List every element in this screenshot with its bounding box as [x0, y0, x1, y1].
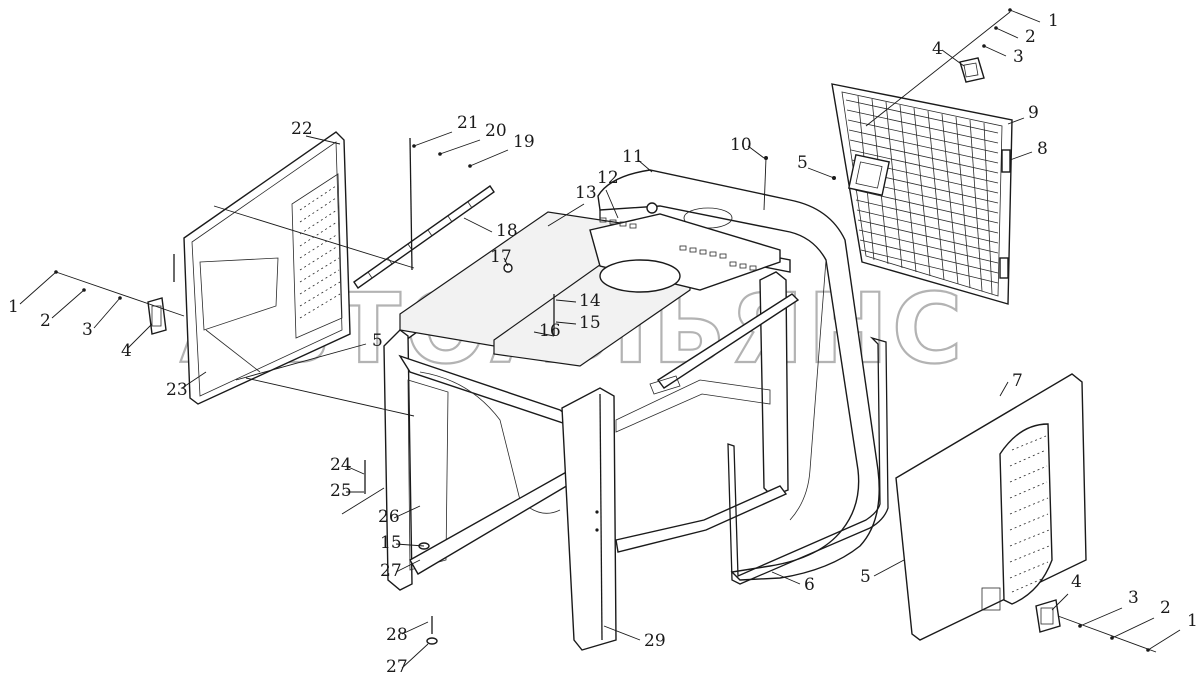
callout-c3b: 3 [82, 320, 93, 340]
latch-upper-right [959, 57, 985, 83]
seal-strip [727, 336, 889, 585]
vent-slots-top [599, 217, 757, 271]
callout-c5b: 5 [372, 331, 383, 351]
callout-c25: 25 [330, 481, 352, 501]
callout-c24: 24 [330, 455, 352, 475]
callout-c20: 20 [485, 121, 507, 141]
callout-c28: 28 [386, 625, 408, 645]
callout-c15a: 15 [579, 313, 601, 333]
callout-c1c: 1 [1187, 611, 1198, 631]
latch-lower-right [1035, 599, 1061, 633]
callout-c8: 8 [1037, 139, 1048, 159]
callout-c6: 6 [804, 575, 815, 595]
callout-c9: 9 [1028, 103, 1039, 123]
callout-c5c: 5 [860, 567, 871, 587]
callout-c14: 14 [579, 291, 601, 311]
callout-c2a: 2 [1025, 27, 1036, 47]
left-door-panel [183, 131, 351, 405]
callout-c13: 13 [575, 183, 597, 203]
callout-c4c: 4 [1071, 572, 1082, 592]
callout-c23: 23 [166, 380, 188, 400]
callout-c29: 29 [644, 631, 666, 651]
callout-c15b: 15 [380, 533, 402, 553]
side-panel-perforations [1009, 435, 1050, 593]
main-frame [383, 211, 800, 651]
callout-c11: 11 [622, 147, 644, 167]
hinge-rail [353, 185, 495, 289]
callout-c5a: 5 [797, 153, 808, 173]
callout-c21: 21 [457, 113, 479, 133]
callout-c27a: 27 [380, 561, 402, 581]
callout-c27b: 27 [386, 657, 408, 677]
callout-c12: 12 [597, 168, 619, 188]
callout-c26: 26 [378, 507, 400, 527]
leader-lines [19, 8, 1181, 669]
callout-c10: 10 [730, 135, 752, 155]
callout-c18: 18 [496, 221, 518, 241]
callout-c7: 7 [1012, 371, 1023, 391]
callout-c3c: 3 [1128, 588, 1139, 608]
callout-c1a: 1 [1048, 11, 1059, 31]
callout-c4a: 4 [932, 39, 943, 59]
callout-c3a: 3 [1013, 47, 1024, 67]
callout-c16: 16 [539, 321, 561, 341]
right-side-panel [895, 373, 1087, 641]
callout-c19: 19 [513, 132, 535, 152]
callout-c22: 22 [291, 119, 313, 139]
callout-c1b: 1 [8, 297, 19, 317]
right-grille-panel [831, 83, 1013, 305]
callout-c17: 17 [490, 247, 512, 267]
latch-left [147, 297, 167, 335]
callout-c4b: 4 [121, 341, 132, 361]
callout-c2b: 2 [40, 311, 51, 331]
callout-c2c: 2 [1160, 598, 1171, 618]
door-perforations [299, 185, 341, 319]
